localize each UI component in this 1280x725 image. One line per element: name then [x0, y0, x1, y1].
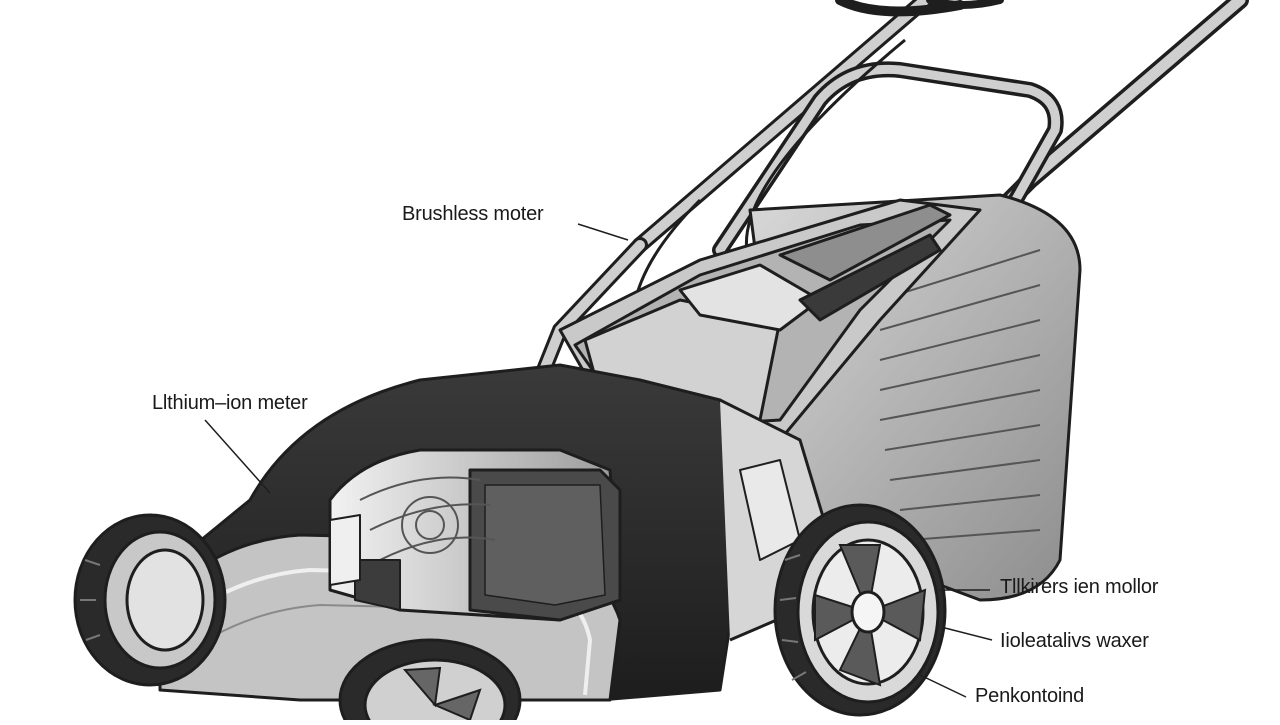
leader-lines: [204, 223, 993, 698]
label-brushless-motor: Brushless moter: [402, 203, 544, 225]
label-lithium-ion: Llthium–ion meter: [152, 392, 308, 414]
rear-wheel: [773, 503, 947, 717]
label-rotating-wheel: Iioleatalivs waxer: [1000, 630, 1149, 652]
label-perf-point: Penkontoind: [975, 685, 1085, 707]
leader-brushless: [577, 223, 629, 241]
handle-crossbar: [712, 0, 1064, 258]
front-wheel-left: [73, 513, 227, 687]
leader-rotating: [944, 627, 993, 641]
front-wheel-center: [338, 638, 522, 725]
label-tilt-motor: Tllkirers ien mollor: [1000, 576, 1159, 598]
battery-pack: [328, 448, 622, 622]
leader-perf: [919, 674, 967, 698]
leader-lithium: [204, 419, 271, 494]
